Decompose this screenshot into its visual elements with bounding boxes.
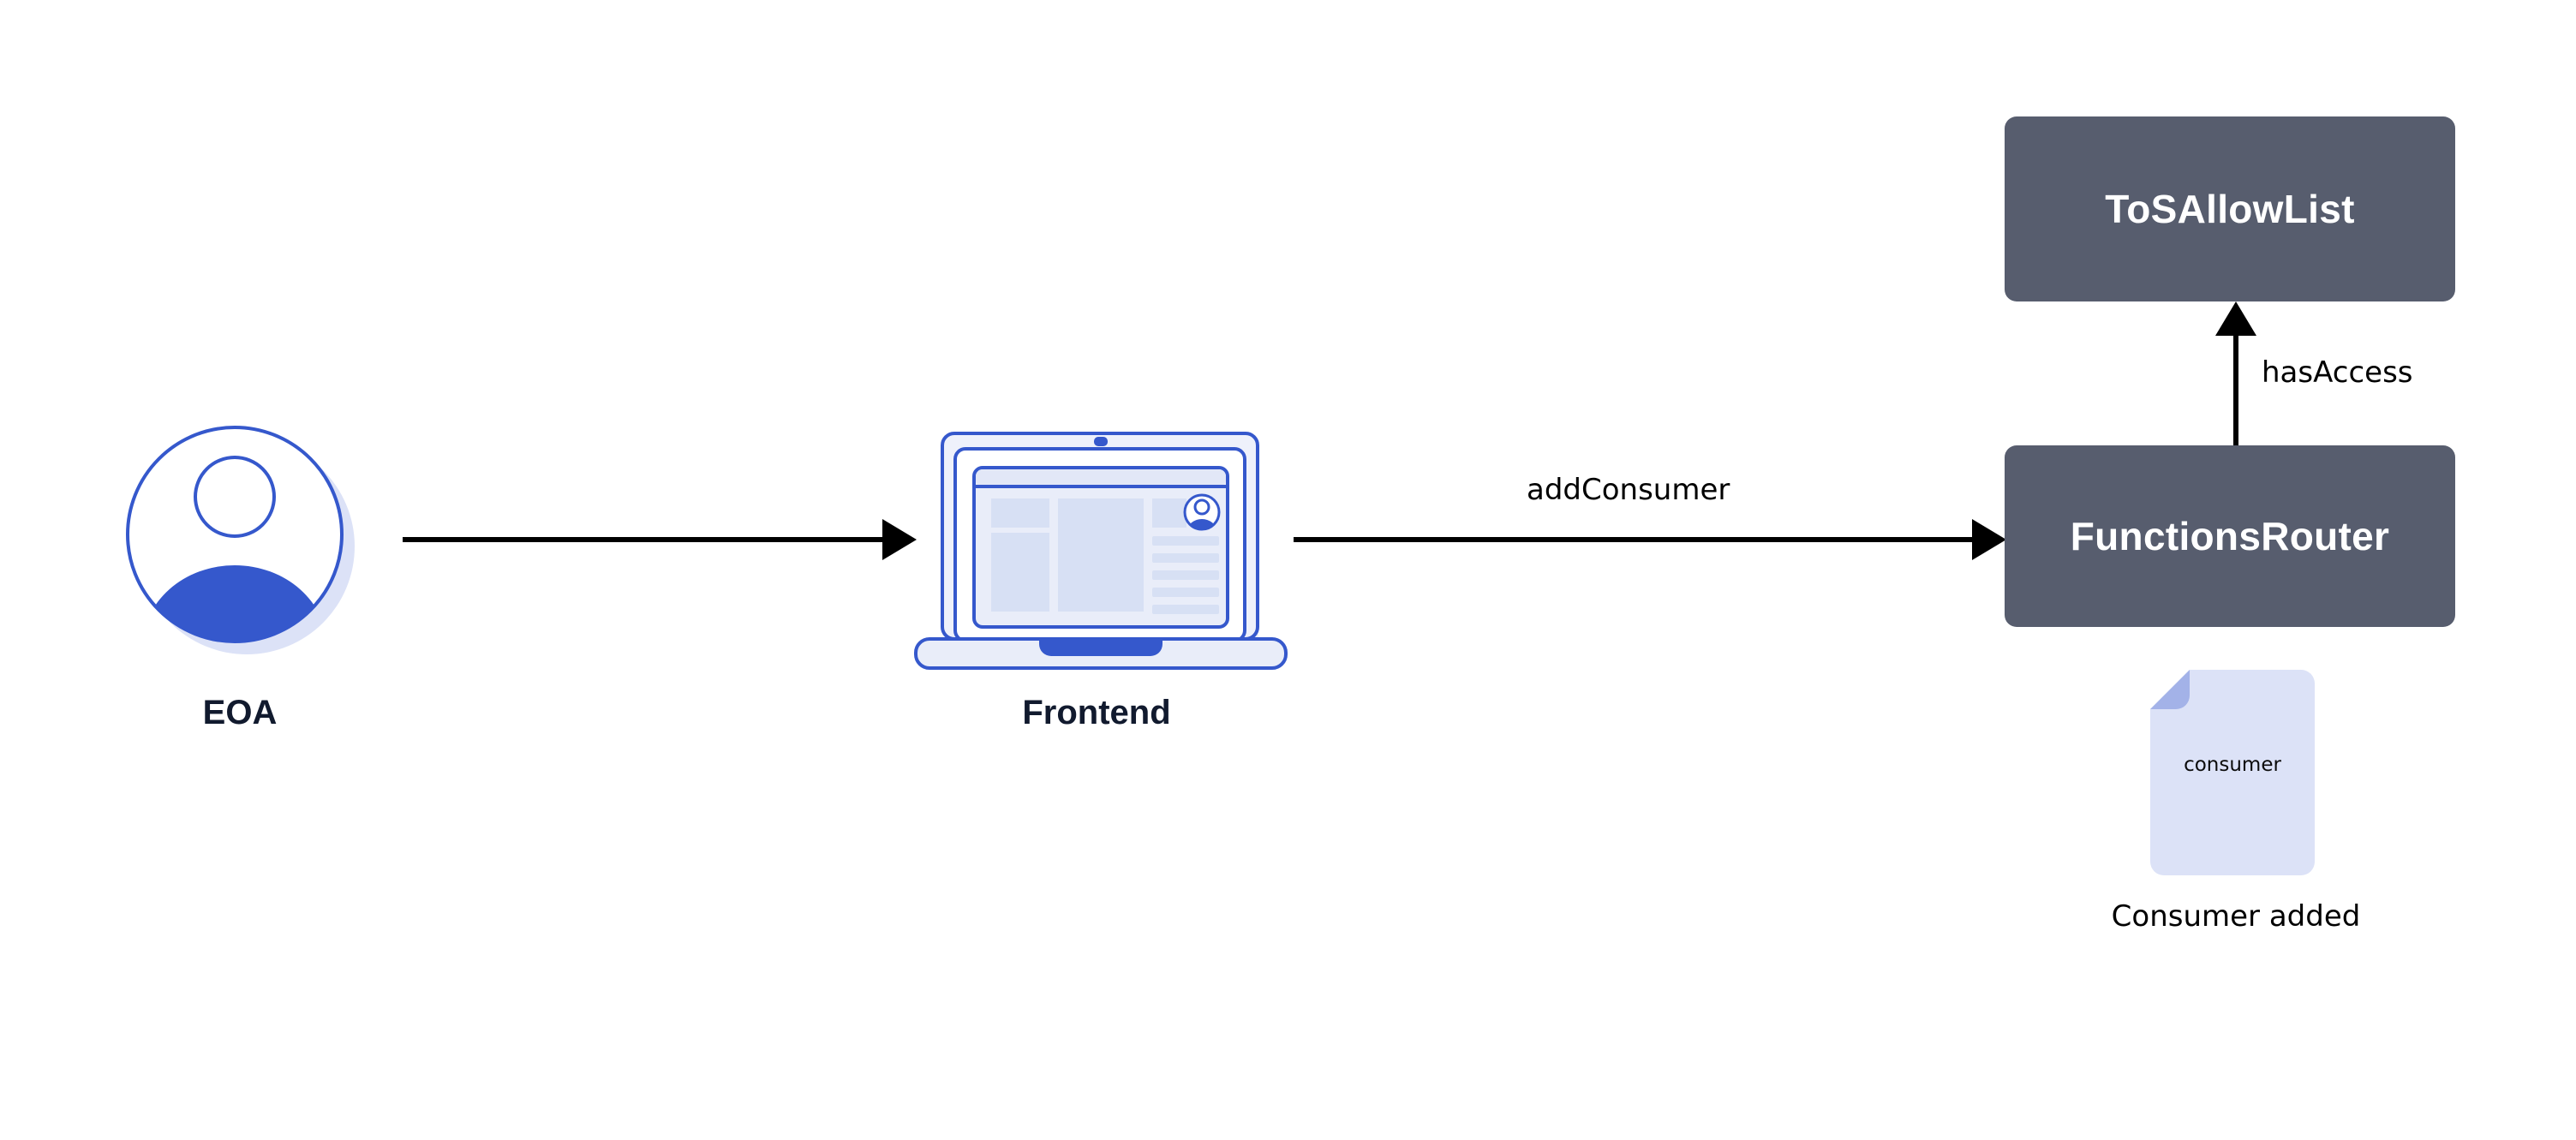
edge-label-addconsumer: addConsumer — [1527, 473, 1730, 507]
consumer-added-caption: Consumer added — [2111, 899, 2361, 934]
laptop-icon — [914, 432, 1288, 670]
node-tosallowlist[interactable]: ToSAllowList — [2005, 116, 2455, 301]
edge-label-hasaccess: hasAccess — [2262, 355, 2413, 390]
functionsrouter-label: FunctionsRouter — [2070, 514, 2390, 558]
arrow-functionsrouter-to-tosallowlist — [2215, 301, 2256, 454]
user-avatar-icon — [126, 426, 355, 654]
arrow-frontend-to-functionsrouter — [1294, 519, 2006, 560]
document-folded-corner-icon — [2150, 670, 2315, 875]
tosallowlist-label: ToSAllowList — [2105, 187, 2355, 231]
consumer-document-node[interactable] — [2150, 670, 2315, 880]
frontend-label: Frontend — [1022, 694, 1171, 731]
screen-avatar-icon — [1183, 493, 1221, 531]
arrow-eoa-to-frontend — [403, 519, 917, 560]
eoa-label: EOA — [202, 694, 278, 731]
consumer-document-text: consumer — [2184, 754, 2281, 776]
frontend-node[interactable] — [912, 427, 1289, 679]
eoa-node[interactable] — [120, 420, 360, 664]
node-functionsrouter[interactable]: FunctionsRouter — [2005, 445, 2455, 627]
